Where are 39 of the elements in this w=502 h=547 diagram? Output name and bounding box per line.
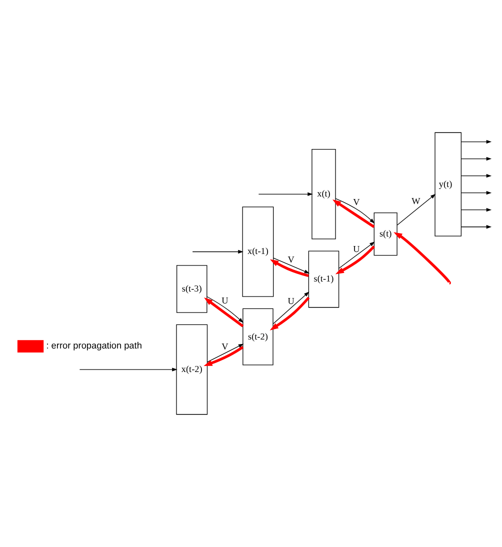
- arrow: [206, 296, 244, 323]
- edge-label: U: [288, 296, 294, 306]
- node-box: s(t): [374, 212, 398, 256]
- edge-label: U: [353, 244, 360, 254]
- edge-label: U: [222, 296, 228, 306]
- arrow: [270, 259, 309, 278]
- node-box: x(t): [312, 148, 336, 240]
- arrow: [460, 225, 492, 229]
- arrow: [460, 191, 492, 195]
- node-box: s(t-1): [308, 250, 340, 308]
- node-box: s(t-3): [176, 265, 208, 313]
- node-box: x(t-1): [242, 206, 274, 297]
- arrow: [207, 344, 244, 362]
- arrow: [460, 208, 492, 212]
- arrow: [270, 296, 310, 330]
- edge-label: V: [353, 196, 360, 207]
- node-box: s(t-2): [242, 308, 274, 366]
- arrow: [332, 199, 375, 228]
- edge-label: V: [222, 341, 228, 352]
- arrow: [335, 246, 375, 274]
- arrow: [460, 156, 492, 161]
- arrow: [204, 346, 244, 366]
- arrow: [204, 298, 244, 328]
- legend-label: : error propagation path: [46, 340, 142, 351]
- node-box: x(t-2): [176, 324, 208, 415]
- arrow: [258, 192, 313, 196]
- edge-label: V: [288, 254, 294, 264]
- arrow: [460, 174, 492, 178]
- arrow: [79, 368, 178, 372]
- arrow: [460, 140, 492, 144]
- arrow: [338, 242, 375, 269]
- arrow: [273, 258, 310, 274]
- arrow: [192, 250, 244, 254]
- arrow: [394, 232, 451, 284]
- arrow: [396, 194, 436, 226]
- arrow: [335, 198, 375, 224]
- edge-label: W: [412, 196, 420, 206]
- arrow: [272, 292, 310, 324]
- node-box: y(t): [434, 132, 462, 236]
